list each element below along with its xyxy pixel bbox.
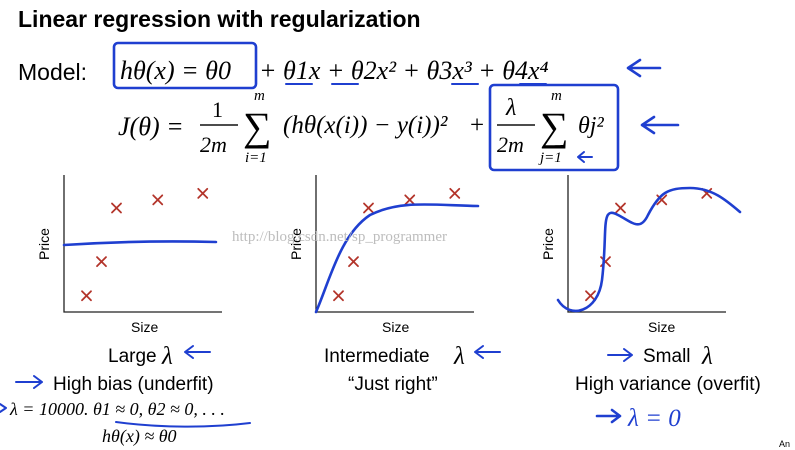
plot-just-right: Price Size: [288, 175, 480, 335]
axis-ylabel: Price: [288, 228, 304, 260]
handwritten-lambda-zero: λ = 0: [627, 405, 681, 432]
reg-sum-top: m: [551, 88, 562, 104]
data-point-marker: [449, 187, 461, 199]
axis-xlabel: Size: [648, 319, 675, 335]
axis-ylabel: Price: [36, 228, 52, 260]
model-formula-rest: + θ1x + θ2x² + θ3x³ + θ4x⁴: [259, 56, 549, 85]
plot-axes: [567, 175, 726, 313]
caption-small-lambda: λ: [701, 343, 713, 370]
extra-line1: λ = 10000. θ1 ≈ 0, θ2 ≈ 0, . . .: [9, 399, 225, 419]
arrow-j-index: [577, 151, 593, 163]
data-point-marker: [363, 202, 374, 214]
reg-frac-den: 2m: [497, 132, 524, 157]
data-point-marker: [615, 202, 626, 214]
axis-xlabel: Size: [131, 319, 158, 335]
data-point-marker: [197, 187, 209, 199]
data-point-marker: [585, 290, 596, 302]
note-high-bias: High bias (underfit): [53, 374, 214, 395]
model-formula-box-term: hθ(x) = θ0: [120, 56, 231, 85]
cost-squared-error: (hθ(x(i)) − y(i))²: [283, 112, 448, 139]
data-point-marker: [404, 194, 416, 206]
plot-axes: [63, 175, 222, 313]
cost-frac-den: 2m: [200, 132, 227, 157]
regularization-box-annotation: [488, 83, 620, 172]
caption-large-lambda: λ: [161, 343, 173, 370]
caption-small: Small: [643, 346, 691, 367]
note-just-right: “Just right”: [348, 374, 438, 395]
data-point-marker: [81, 290, 92, 302]
note-high-variance: High variance (overfit): [575, 374, 761, 395]
fit-wiggly-curve: [556, 186, 742, 313]
axis-xlabel: Size: [382, 319, 409, 335]
data-points: [333, 187, 461, 302]
plot-overfit: Price Size: [540, 175, 742, 335]
slide-title: Linear regression with regularization: [18, 6, 421, 32]
cost-sum-top: m: [254, 88, 265, 104]
model-label: Model:: [18, 59, 87, 85]
fit-flat-line: [62, 240, 218, 247]
data-point-marker: [152, 194, 164, 206]
arrow-model: [626, 58, 662, 78]
arrow-high-bias: [15, 375, 43, 389]
axis-ylabel: Price: [540, 228, 556, 260]
plot-underfit: Price Size: [36, 175, 222, 335]
cost-plus: +: [470, 112, 484, 139]
data-point-marker: [333, 290, 344, 302]
cost-sum-bottom: i=1: [245, 150, 267, 166]
extra-line2: hθ(x) ≈ θ0: [102, 426, 177, 447]
reg-theta-term: θj²: [578, 113, 604, 139]
caption-intermediate: Intermediate: [324, 346, 430, 367]
arrow-intermediate: [474, 345, 501, 359]
data-point-marker: [348, 256, 359, 268]
cost-frac-num: 1: [212, 97, 223, 122]
reg-sum-bottom: j=1: [538, 150, 562, 166]
arrow-small: [607, 348, 633, 362]
caption-intermediate-lambda: λ: [453, 343, 465, 370]
underline-thetas: [115, 421, 251, 428]
caption-large: Large: [108, 346, 157, 367]
footer-mark: An: [779, 439, 790, 449]
model-box-annotation: [112, 41, 258, 90]
arrow-cost: [640, 115, 680, 135]
watermark: http://blog.csdn.net/sp_programmer: [232, 229, 447, 245]
reg-sum-sign: ∑: [540, 104, 569, 149]
cost-lhs: J(θ) =: [118, 112, 184, 141]
cost-sum-sign: ∑: [243, 104, 272, 149]
data-points: [81, 187, 209, 302]
data-points: [585, 187, 713, 302]
arrow-lambda-10000: [0, 403, 7, 413]
arrow-lambda-zero: [595, 408, 622, 424]
fit-smooth-curve: [314, 203, 480, 314]
reg-frac-num: λ: [505, 95, 516, 121]
arrow-large: [184, 345, 211, 359]
data-point-marker: [111, 202, 122, 214]
data-point-marker: [96, 256, 107, 268]
